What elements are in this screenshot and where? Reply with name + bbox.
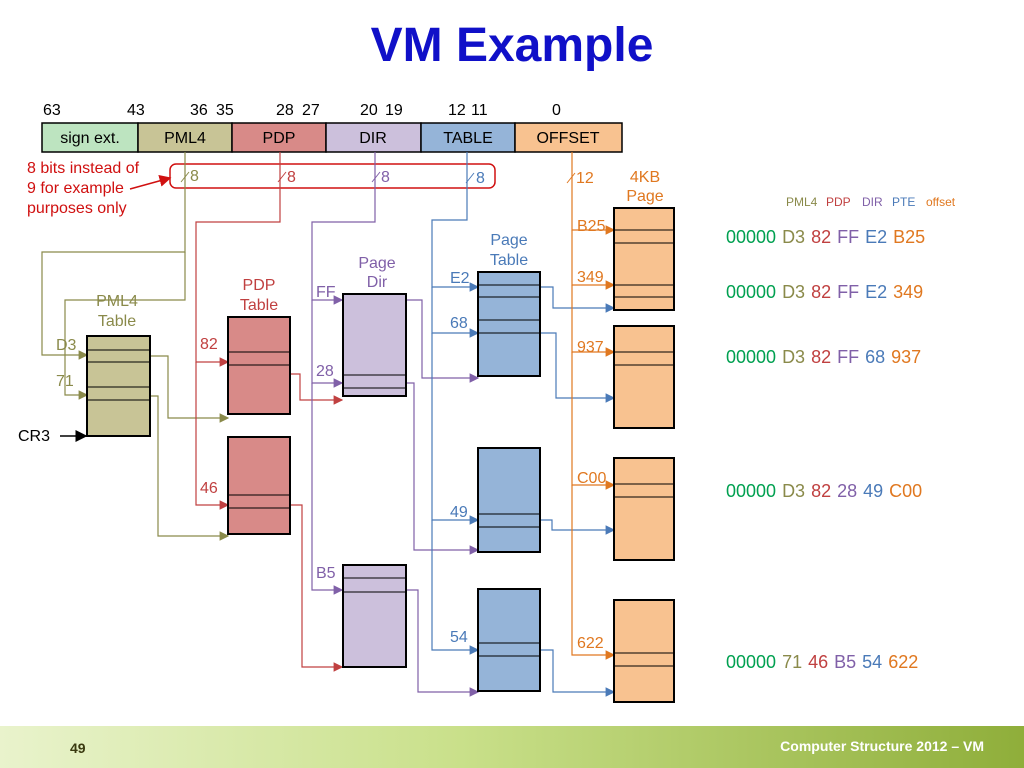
- address-header: PML4 PDP DIR PTE offset: [786, 195, 956, 209]
- field-dir: [325, 122, 422, 153]
- bit-label: 0: [552, 102, 561, 119]
- bit-label: 12: [448, 102, 466, 119]
- page-dir-table-2: B5: [316, 564, 407, 668]
- addr-header-item: PTE: [892, 195, 915, 209]
- entry-label: 82: [200, 336, 218, 353]
- table-title: Table: [490, 252, 528, 269]
- table-title: Page: [490, 232, 527, 249]
- table-title: 4KB: [630, 169, 660, 186]
- page-table: Page Table E2 68: [450, 232, 541, 377]
- bit-label: 43: [127, 102, 145, 119]
- entry-label: 54: [450, 629, 468, 646]
- field-table: [420, 122, 516, 153]
- width-mark: 8: [381, 169, 390, 186]
- field-offset: [514, 122, 623, 153]
- bit-label: 19: [385, 102, 403, 119]
- page-4kb-2: 937: [577, 325, 675, 429]
- field-label: OFFSET: [536, 130, 599, 147]
- page-number: 49: [70, 740, 86, 756]
- field-label: PML4: [164, 130, 206, 147]
- entry-label: 71: [56, 373, 74, 390]
- bit-label: 20: [360, 102, 378, 119]
- width-mark: 8: [476, 170, 485, 187]
- address-field-bar: sign ext. PML4 PDP DIR TABLE OFFSET: [41, 122, 623, 153]
- footer-text: Computer Structure 2012 – VM: [780, 738, 984, 754]
- page-4kb: 4KB Page B25 349: [577, 169, 675, 311]
- entry-label: E2: [450, 270, 470, 287]
- entry-label: FF: [316, 284, 336, 301]
- entry-label: 68: [450, 315, 468, 332]
- addr-header-item: DIR: [862, 195, 883, 209]
- table-title: Table: [240, 297, 278, 314]
- width-mark: 8: [287, 169, 296, 186]
- width-mark: 12: [576, 170, 594, 187]
- field-label: PDP: [263, 130, 296, 147]
- table-title: PDP: [243, 277, 276, 294]
- bit-label: 11: [471, 102, 488, 119]
- note-bracket: [169, 163, 496, 189]
- field-pdp: [231, 122, 327, 153]
- field-label: DIR: [359, 130, 387, 147]
- entry-label: 937: [577, 339, 604, 356]
- table-title: Table: [98, 313, 136, 330]
- note-line: purposes only: [27, 200, 127, 217]
- table-title: Page: [358, 255, 395, 272]
- note-line: 9 for example: [27, 180, 124, 197]
- pdp-table: PDP Table 82: [200, 277, 291, 415]
- entry-label: C00: [577, 470, 606, 487]
- field-sign-ext: [41, 122, 139, 153]
- page-table-3: 54: [450, 588, 541, 692]
- table-title: Dir: [367, 274, 388, 291]
- width-mark: 8: [190, 168, 199, 185]
- entry-label: 622: [577, 635, 604, 652]
- entry-label: 349: [577, 269, 604, 286]
- bit-label: 36: [190, 102, 208, 119]
- page-4kb-3: C00: [577, 457, 675, 561]
- entry-label: 46: [200, 480, 218, 497]
- page-4kb-4: 622: [577, 599, 675, 703]
- entry-label: 28: [316, 363, 334, 380]
- bit-label: 27: [302, 102, 320, 119]
- bit-label: 35: [216, 102, 234, 119]
- vm-diagram: 63 43 36 35 28 27 20 19 12 11 0 sign ext…: [18, 102, 956, 703]
- field-pml4: [137, 122, 233, 153]
- field-label: TABLE: [443, 130, 493, 147]
- slide-footer: 49 Computer Structure 2012 – VM: [0, 726, 1024, 768]
- note-pointer: [129, 174, 172, 190]
- addr-header-item: PDP: [826, 195, 851, 209]
- field-label: sign ext.: [60, 130, 120, 147]
- bit-label: 63: [43, 102, 61, 119]
- addr-header-item: offset: [926, 195, 956, 209]
- note-8-bits: 8 bits instead of 9 for example purposes…: [27, 160, 140, 217]
- slide-title: VM Example: [370, 19, 654, 72]
- table-title: Page: [626, 188, 663, 205]
- note-line: 8 bits instead of: [27, 160, 140, 177]
- entry-label: B5: [316, 565, 336, 582]
- table-title: PML4: [96, 293, 138, 310]
- addr-header-item: PML4: [786, 195, 818, 209]
- page-dir-table: Page Dir FF 28: [316, 255, 407, 397]
- bit-label: 28: [276, 102, 294, 119]
- entry-label: D3: [56, 337, 77, 354]
- entry-label: B25: [577, 218, 606, 235]
- pdp-table-2: 46: [200, 436, 291, 535]
- cr3-label: CR3: [18, 428, 50, 445]
- page-table-2: 49: [450, 447, 541, 553]
- entry-label: 49: [450, 504, 468, 521]
- pml4-table: PML4 Table D3 71: [56, 293, 151, 437]
